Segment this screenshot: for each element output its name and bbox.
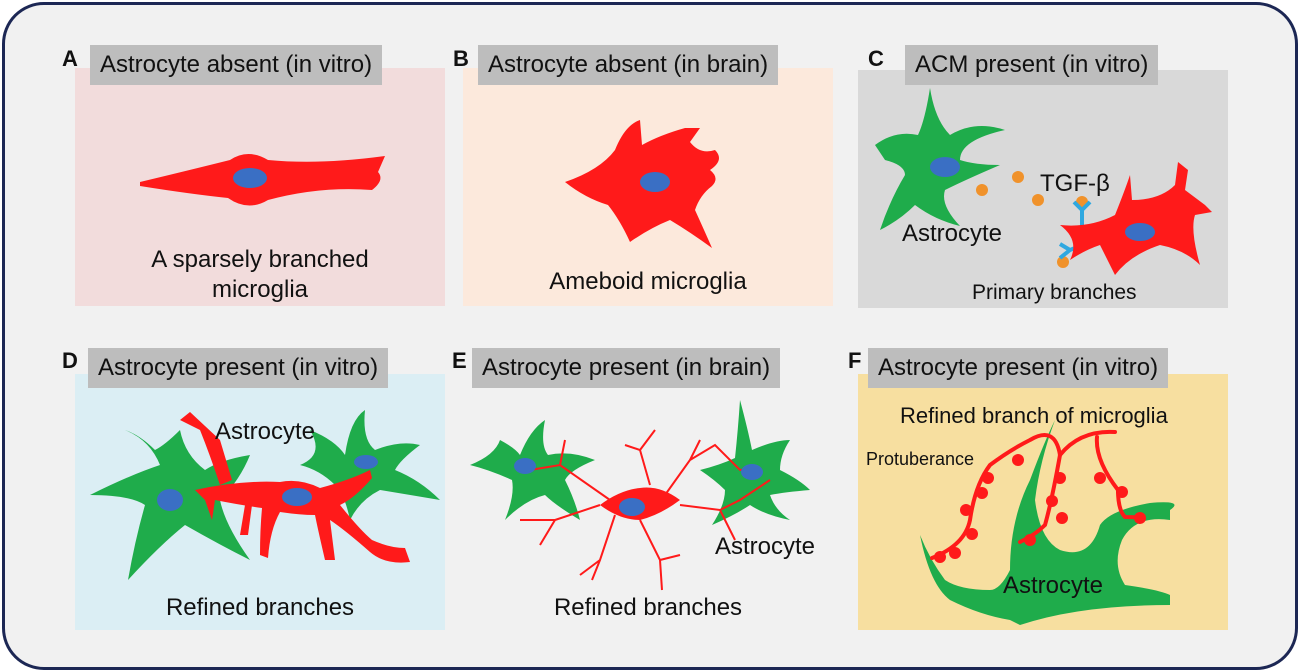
- panel-title-c: ACM present (in vitro): [905, 45, 1159, 85]
- panel-letter-e: E: [452, 348, 467, 373]
- microglia-ameboid: [565, 120, 719, 248]
- panel-title-d: Astrocyte present (in vitro): [88, 348, 389, 388]
- nuclei-d: [157, 455, 378, 511]
- panel-title-b: Astrocyte absent (in brain): [478, 45, 779, 85]
- label-primary-branches: Primary branches: [972, 281, 1137, 304]
- microglia-primary-branches: [1060, 162, 1212, 275]
- tgf-beta-molecules: [976, 171, 1088, 268]
- panel-letter-a: A: [62, 46, 78, 71]
- microglia-e: [520, 429, 771, 591]
- label-refined-branch-of-microglia: Refined branch of microglia: [900, 403, 1168, 428]
- label-astrocyte-c: Astrocyte: [902, 220, 1003, 247]
- label-astrocyte-f: Astrocyte: [1003, 572, 1104, 599]
- panel-letter-c: C: [868, 46, 884, 71]
- microglia-d: [180, 412, 410, 563]
- label-refined-branches-e: Refined branches: [553, 594, 743, 621]
- microglia-sparse: [140, 154, 385, 206]
- panel-title-a: Astrocyte absent (in vitro): [90, 45, 383, 85]
- label-astrocyte-d: Astrocyte: [215, 418, 316, 445]
- astrocyte-c: [875, 88, 1005, 230]
- label-ameboid-microglia: Ameboid microglia: [549, 268, 747, 295]
- label-astrocyte-e: Astrocyte: [715, 533, 816, 560]
- panel-title-f: Astrocyte present (in vitro): [868, 348, 1169, 388]
- microglia-e-body: [514, 458, 763, 520]
- label-protuberance: Protuberance: [866, 449, 975, 469]
- label-refined-branches-d: Refined branches: [165, 594, 355, 621]
- astrocyte-f: [920, 420, 1175, 625]
- label-microglia: microglia: [211, 276, 309, 303]
- protuberances: [934, 454, 1146, 563]
- panel-letter-b: B: [453, 46, 469, 71]
- panel-title-e: Astrocyte present (in brain): [472, 348, 781, 388]
- panel-letter-f: F: [848, 348, 862, 373]
- panel-letter-d: D: [62, 348, 78, 373]
- label-tgf-beta: TGF-β: [1040, 170, 1110, 197]
- label-sparsely-branched: A sparsely branched: [151, 246, 369, 273]
